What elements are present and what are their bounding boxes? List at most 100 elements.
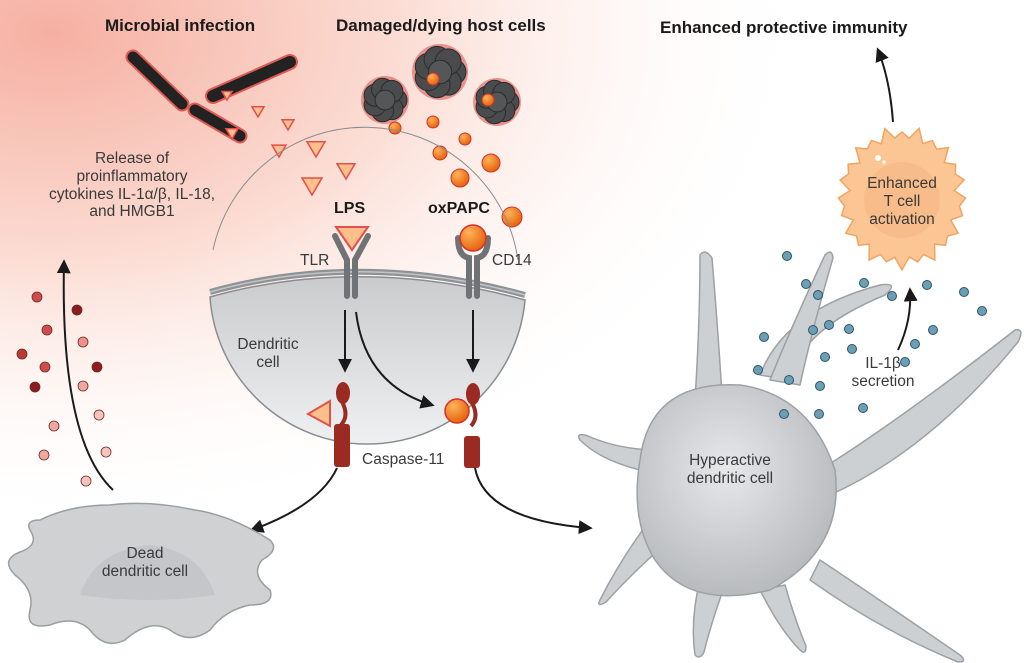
oxpapc-ball <box>481 93 495 107</box>
il1b-dot <box>813 290 823 300</box>
cytokine-dot <box>38 449 50 461</box>
arrow-il1b <box>897 287 918 351</box>
oxpapc-bound-caspase <box>444 398 470 424</box>
release-text-line: cytokines IL-1α/β, IL-18, <box>48 185 216 203</box>
lps-label: LPS <box>334 200 366 217</box>
il1b-dot <box>759 332 769 342</box>
cytokine-dot <box>77 380 89 392</box>
il1b-dot <box>922 280 932 290</box>
oxpapc-molecules <box>388 72 523 228</box>
arrow-to-hyper-cell <box>474 467 593 535</box>
label-line: Enhanced <box>867 175 937 192</box>
lps-triangle <box>300 177 324 197</box>
release-text-line: Release of <box>94 150 170 167</box>
dead-dendritic-cell <box>7 502 275 645</box>
lps-triangle <box>220 90 234 102</box>
il1b-dots <box>753 251 987 419</box>
oxpapc-ball <box>450 168 470 188</box>
il1b-dot <box>847 344 857 354</box>
tlr-receptor <box>332 233 371 299</box>
cd14-receptor <box>455 235 491 299</box>
label-line: Dendritic <box>237 336 299 353</box>
bacterium-body <box>127 51 188 110</box>
oxpapc-label: oxPAPC <box>428 200 490 217</box>
il1b-dot <box>844 324 854 334</box>
il1b-dot <box>928 325 938 335</box>
cytokine-dot <box>31 291 43 303</box>
il1b-dot <box>977 306 987 316</box>
bacterium-body <box>207 56 296 102</box>
hyperactive-cell-label: Hyperactive dendritic cell <box>660 452 800 488</box>
caspase-11-label: Caspase-11 <box>362 451 445 468</box>
il1b-secretion-label: IL-1β secretion <box>838 355 928 391</box>
arrow-tlr-curve <box>355 311 435 409</box>
lps-bound-triangle <box>334 226 370 252</box>
arrow-cytokine-release <box>56 259 114 491</box>
cytokine-dots <box>16 291 112 487</box>
arrow-immunity <box>875 47 894 123</box>
cytokine-dot <box>77 336 89 348</box>
t-cell <box>837 127 967 272</box>
release-text-line: proinflammatory <box>76 167 188 185</box>
cytokine-dot <box>48 420 60 432</box>
il1b-dot <box>859 278 869 288</box>
label-line: Hyperactive <box>689 452 771 469</box>
signal-arrows <box>56 47 918 535</box>
damaged-cell-cluster <box>473 78 521 126</box>
bacteria-group <box>125 49 298 144</box>
il1b-dot <box>779 409 789 419</box>
cd14-label: CD14 <box>492 252 532 269</box>
lps-triangle <box>250 106 266 119</box>
lps-triangle <box>335 162 357 181</box>
label-line: secretion <box>851 372 915 390</box>
label-line: dendritic cell <box>686 469 774 487</box>
label-line: activation <box>869 210 935 228</box>
arrow-to-dead-cell <box>249 467 338 533</box>
label-line: T cell <box>883 192 921 210</box>
il1b-dot <box>815 381 825 391</box>
lps-triangle <box>280 119 296 132</box>
il1b-dot <box>959 287 969 297</box>
heading-enhanced-immunity: Enhanced protective immunity <box>660 18 908 37</box>
il1b-dot <box>753 365 763 375</box>
oxpapc-ball <box>426 72 440 86</box>
cytokine-dot <box>100 446 112 458</box>
cytokine-dot <box>29 381 41 393</box>
cytokine-dot <box>91 361 103 373</box>
oxpapc-ball <box>426 115 440 129</box>
cytokine-dot <box>41 324 53 336</box>
il1b-dot <box>801 279 811 289</box>
lps-triangle <box>224 128 240 141</box>
dendritic-cell-outline <box>212 126 519 261</box>
damaged-cell-cluster <box>412 44 468 100</box>
cytokine-dot <box>39 361 51 373</box>
damaged-cell-cluster <box>361 76 409 124</box>
oxpapc-ball <box>481 153 501 173</box>
hyperactive-dendritic-cell <box>577 251 1022 663</box>
t-cell-label: Enhanced T cell activation <box>852 175 952 228</box>
release-text: Release of proinflammatory cytokines IL-… <box>22 150 242 221</box>
dendritic-cell-label: Dendritic cell <box>228 336 308 372</box>
label-line: cell <box>256 353 280 371</box>
cytokine-dot <box>16 348 28 360</box>
il1b-dot <box>820 352 830 362</box>
lps-triangle <box>305 140 327 159</box>
il1b-dot <box>782 251 792 261</box>
dendritic-cell <box>209 126 526 445</box>
il1b-dot <box>858 403 868 413</box>
oxpapc-ball <box>432 145 448 161</box>
cluster-blob <box>374 89 396 111</box>
il1b-dot <box>784 375 794 385</box>
label-line: Dead <box>126 545 164 562</box>
il1b-dot <box>910 339 920 349</box>
il1b-dot <box>808 325 818 335</box>
label-line: dendritic cell <box>101 562 189 580</box>
lps-bound-caspase <box>305 399 331 428</box>
cytokine-dot <box>93 409 105 421</box>
dead-dendritic-cell-label: Dead dendritic cell <box>80 545 210 581</box>
oxpapc-ball <box>388 121 402 135</box>
tlr-label: TLR <box>300 252 330 269</box>
release-text-line: and HMGB1 <box>89 203 175 221</box>
